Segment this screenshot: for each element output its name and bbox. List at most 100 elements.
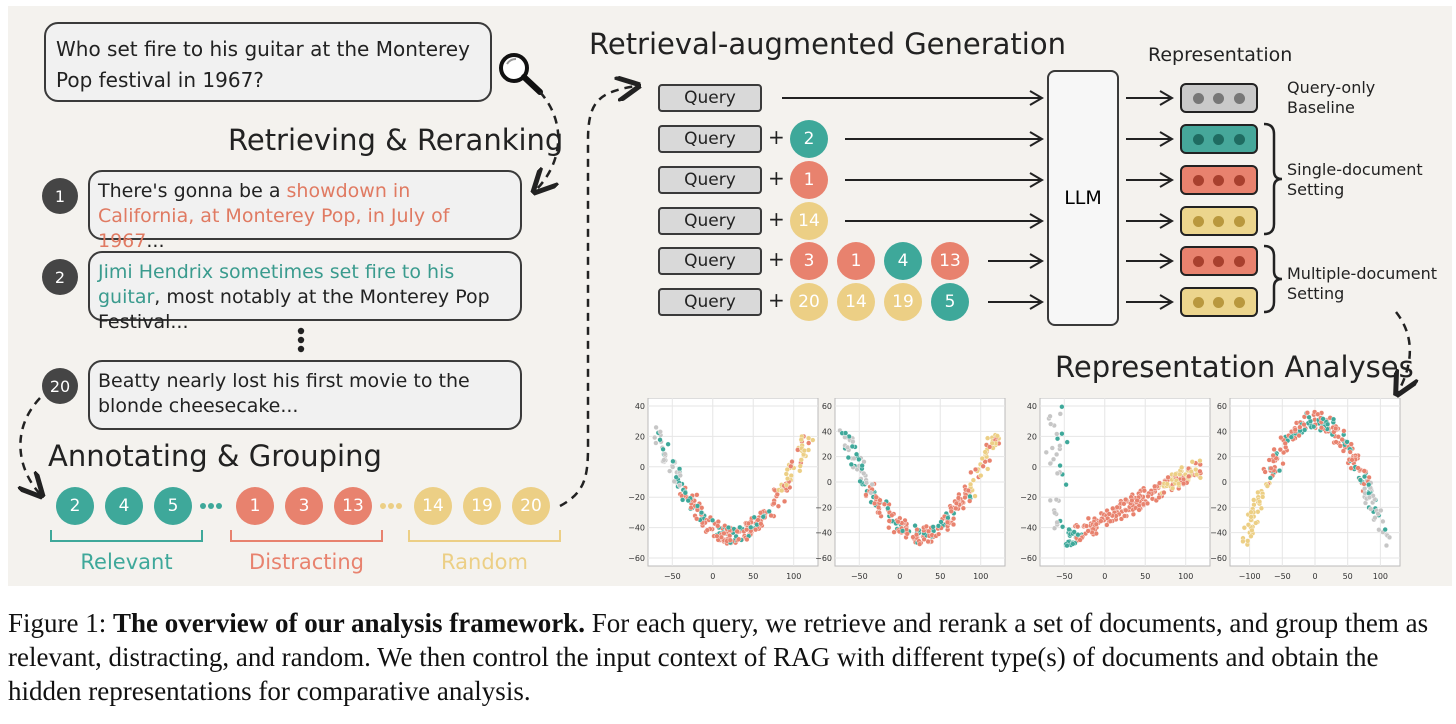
scatter-point [755,517,761,523]
scatter-point [948,508,954,514]
y-tick: 40 [822,427,832,436]
scatter-point [670,464,676,470]
scatter-point [1181,480,1187,487]
y-tick: 20 [822,453,832,462]
scatter-point [982,449,988,455]
x-tick: 100 [1178,572,1193,581]
scatter-point [1063,482,1069,488]
scatter-point [1382,526,1388,533]
vector-cell [1234,133,1246,145]
scatter-point [1380,518,1386,525]
scatter-point [1188,468,1194,475]
doc-highlight: showdown in California, at Monterey Pop,… [98,180,450,252]
scatter-point [1333,439,1339,445]
scatter-point [1047,460,1053,467]
vector-cell [1192,255,1204,267]
scatter-point [1050,456,1057,462]
scatter-point [715,523,721,529]
scatter-point [753,527,759,533]
scatter-point [670,458,676,464]
scatter-point [736,536,742,542]
scatter-point [1176,481,1182,487]
scatter-point [904,531,910,537]
x-tick: 0 [1312,572,1317,581]
scatter-point [775,503,782,509]
scatter-point [1266,457,1272,463]
scatter-point [781,498,788,504]
scatter-point [1047,497,1053,503]
scatter-point [1172,471,1179,477]
scatter-point [1085,528,1091,534]
scatter-point [972,493,978,499]
scatter-point [1197,468,1203,474]
scatter-point [1348,441,1354,447]
scatter-point [967,493,973,500]
doc-text: Beatty nearly lost his first movie to th… [98,370,470,417]
scatter-point [851,455,857,461]
scatter-point [885,505,891,511]
scatter-point [1248,533,1254,539]
scatter-point [1145,493,1151,499]
scatter-point [1189,459,1195,465]
vector-cell [1192,296,1204,308]
scatter-point [1144,500,1151,507]
scatter-point [895,519,901,525]
y-tick: −60 [815,554,832,563]
scatter-point [1123,496,1129,503]
representation-vector [1180,124,1258,154]
scatter-point [1197,458,1203,464]
scatter-point [744,527,750,533]
x-tick: 50 [1343,572,1353,581]
scatter-point [899,528,906,534]
scatter-point [1057,411,1063,417]
scatter-point [1315,411,1321,417]
y-tick: 0 [1222,478,1227,487]
scatter-point [970,477,976,483]
scatter-point [1253,520,1259,526]
doc-rank-badge: 1 [42,178,78,214]
scatter-point [810,437,816,443]
scatter-point [1304,410,1310,416]
scatter-point [1110,505,1116,512]
scatter-point [912,523,918,529]
scatter-point [1241,525,1247,531]
representation-vector [1180,165,1258,195]
setting-braces [1263,122,1283,314]
query-chip: Query [658,247,762,275]
plus-sign: + [768,288,785,312]
scatter-point [680,497,686,503]
scatter-point [709,517,716,523]
query-to-retrieve-arrow [536,91,560,190]
scatter-point [925,538,931,545]
rep-to-analyses-arrow [1396,311,1410,392]
scatter-point [1301,421,1307,428]
scatter-point [936,531,942,537]
scatter-point [1194,471,1200,478]
scatter-point [1383,542,1390,549]
scatter-point [1335,434,1341,440]
retrieve-to-group-arrow [20,397,40,494]
y-tick: 20 [1027,432,1037,441]
y-tick: 60 [1217,402,1227,411]
group-bracket [408,530,561,542]
doc-text-end: ... [146,230,165,252]
query-bubble: Who set fire to his guitar at the Monter… [44,22,492,102]
vector-cell [1192,215,1204,227]
context-doc-circle: 19 [884,283,922,321]
scatter-point [960,505,966,511]
group-doc-circle: 5 [154,487,192,525]
document-card: There's gonna be a showdown in Californi… [88,170,522,252]
scatter-point [881,501,888,507]
scatter-point [1256,499,1263,505]
connector-arrows [0,0,1456,508]
row-arrow [845,213,1174,229]
x-tick: −100 [1239,572,1261,581]
scatter-point [748,524,754,530]
scatter-point [758,521,764,527]
context-doc-circle: 4 [884,242,922,280]
scatter-point [1064,543,1070,549]
scatter-point [1260,494,1266,500]
scatter-point [757,510,764,516]
scatter-point [662,451,668,457]
scatter-point [979,455,985,462]
